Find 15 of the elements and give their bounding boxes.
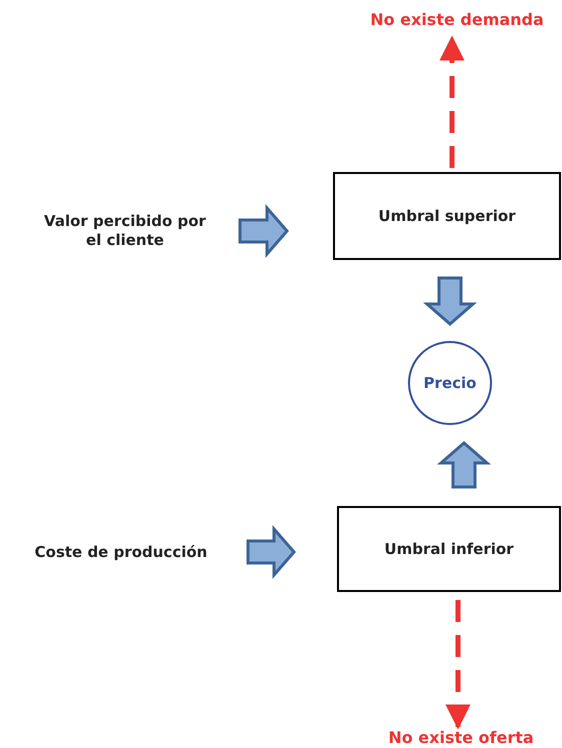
block-arrow xyxy=(436,441,492,488)
threshold-box xyxy=(333,172,561,260)
dashed-arrow xyxy=(440,36,464,168)
threshold-box xyxy=(337,506,561,592)
block-arrow xyxy=(246,524,296,580)
block-arrow xyxy=(422,276,478,326)
node-text: Umbral superior xyxy=(378,206,516,226)
block-arrow xyxy=(238,204,289,258)
node-text: Umbral inferior xyxy=(384,540,514,558)
node-text: No existe oferta xyxy=(388,728,534,747)
node-text: No existe demanda xyxy=(370,10,544,28)
node-text: Coste de producción xyxy=(34,542,208,562)
node-text: Precio xyxy=(424,374,476,392)
dashed-arrow xyxy=(446,600,470,730)
node-text: Valor percibido por el cliente xyxy=(43,212,207,250)
